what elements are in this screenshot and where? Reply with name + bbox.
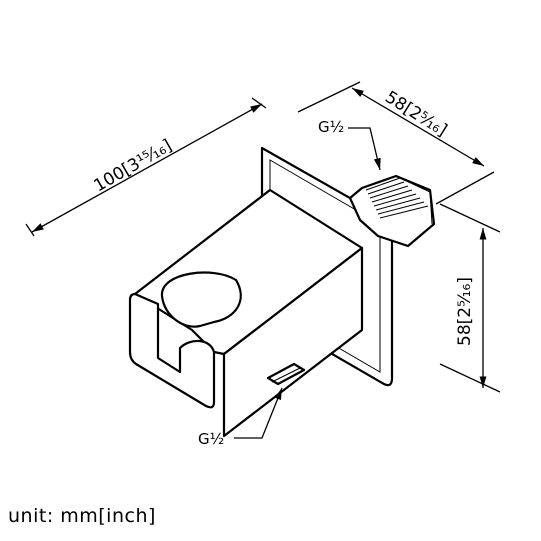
height-dimension: 58[2⁵⁄₁₆] [439,203,501,393]
top-threaded-outlet [348,174,436,248]
width-dimension-label: 58[2⁵⁄₁₆] [381,87,450,141]
top-thread-callout: G½ [318,118,381,171]
height-dimension-label: 58[2⁵⁄₁₆] [455,277,475,346]
length-dimension-label: 100[3¹⁵⁄₁₆] [91,136,176,197]
bottom-thread-label: G½ [198,430,224,448]
unit-label: unit: mm[inch] [8,505,156,527]
length-dimension: 100[3¹⁵⁄₁₆] [25,97,267,237]
holder-body [128,188,364,438]
bottom-outlet [266,362,306,386]
bottom-thread-callout: G½ [198,387,283,448]
top-thread-label: G½ [318,118,344,136]
